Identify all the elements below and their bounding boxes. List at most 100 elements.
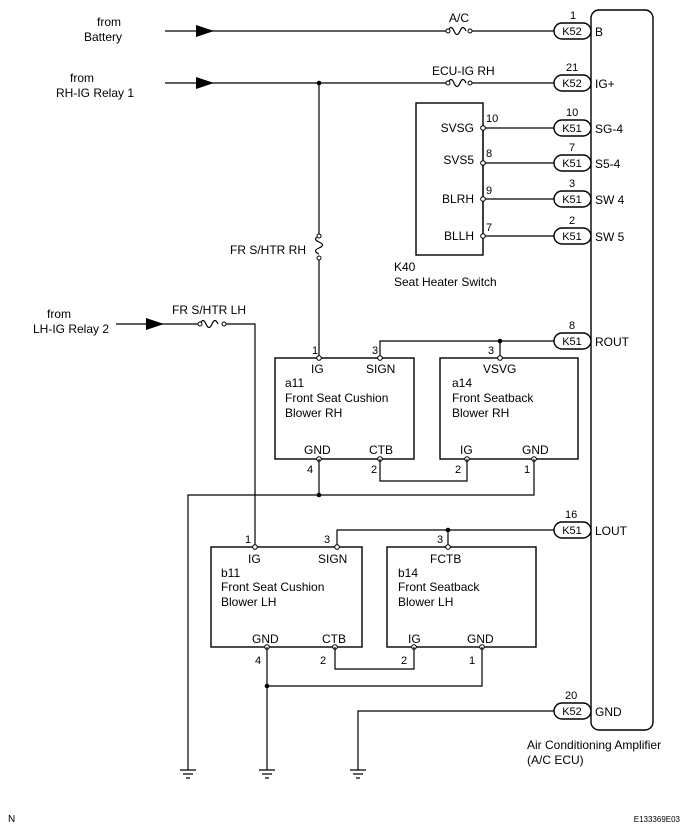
footer-figure-id: E133369E03 [634,815,681,824]
seat-heater-switch-id: K40 [394,260,416,274]
pin-number: 1 [524,464,530,476]
connector-k51-16: K51 16 LOUT [553,509,628,539]
pin-number: 4 [307,464,313,476]
pin-label: FCTB [430,552,461,566]
component-name: Front Seat Cushion [221,580,324,594]
component-id: a14 [452,376,472,390]
wire-fr-shtr-lh [116,323,256,547]
pin-number: 2 [371,464,377,476]
fuse-ecu-ig-label: ECU-IG RH [432,64,495,78]
pin-signal: SW 5 [595,230,625,244]
connector-k52-21: K52 21 IG+ [553,62,615,92]
pin-label: CTB [369,443,393,457]
pin-signal: ROUT [595,335,630,349]
pin-label: SIGN [366,362,395,376]
blower-a14-block [439,357,579,460]
wire-rout [379,340,554,358]
source-battery: from Battery [84,15,214,44]
ground-icon [259,769,275,779]
connector-tag: K51 [562,194,582,206]
connector-tag: K52 [562,706,582,718]
pin-number: 21 [566,62,578,74]
pin-signal: B [595,25,603,39]
component-name-sub: Blower RH [452,406,509,420]
blower-a11-block [274,357,415,460]
junction-dot [264,683,270,689]
fuse-fr-shtr-rh-label: FR S/HTR RH [230,243,306,257]
pin-label: CTB [322,632,346,646]
connector-tag: K52 [562,26,582,38]
connector-k52-20: K52 20 GND [553,690,622,720]
connector-k51-3: K51 3 SW 4 [553,178,625,208]
pin-number: 3 [324,534,330,546]
wire-lout [336,529,554,547]
pin-number: 16 [565,509,577,521]
pin-number: 10 [486,113,498,125]
pin-number: 3 [372,345,378,357]
source-lh-line1: from [47,307,71,321]
source-battery-line2: Battery [84,30,122,44]
pin-number: 1 [570,10,576,22]
ground-icon [350,769,366,779]
component-name-sub: Blower LH [221,595,276,609]
connector-tag: K51 [562,231,582,243]
pin-signal: SG-4 [595,122,623,136]
component-id: b14 [398,566,418,580]
pin-label: SIGN [318,552,347,566]
connector-k51-8: K51 8 ROUT [553,320,630,350]
fuse-icon [199,319,219,329]
pin-label: VSVG [483,362,516,376]
pin-number: 7 [569,142,575,154]
ac-amplifier-block [590,9,654,731]
pin-signal: IG+ [595,77,615,91]
connector-k51-10: K51 10 SG-4 [553,107,623,137]
pin-number: 2 [320,655,326,667]
pin-number: 2 [401,655,407,667]
connector-tag: K51 [562,525,582,537]
component-name-sub: Blower LH [398,595,453,609]
pin-number: 9 [486,185,492,197]
connector-k52-1: K52 1 B [553,10,603,40]
wire-ctb-lh [334,647,415,670]
switch-pin-bllh: BLLH [444,229,474,243]
source-lh-line2: LH-IG Relay 2 [33,322,109,336]
wire-switch [483,127,554,237]
blower-b11-block [210,546,363,648]
pin-label: GND [252,632,279,646]
pin-number: 8 [569,320,575,332]
source-rh-line2: RH-IG Relay 1 [56,86,134,100]
pin-number: 10 [566,107,578,119]
pin-number: 2 [455,464,461,476]
pin-label: IG [248,552,261,566]
component-name: Front Seatback [452,391,534,405]
fuse-icon [314,235,324,255]
amplifier-name: Air Conditioning Amplifier [527,738,661,752]
component-id: b11 [221,566,240,580]
component-name-sub: Blower RH [285,406,342,420]
seat-heater-switch-block [415,102,484,256]
pin-number: 8 [486,148,492,160]
connector-k51-2: K51 2 SW 5 [553,215,625,245]
seat-heater-switch-name: Seat Heater Switch [394,275,497,289]
pin-label: IG [408,632,421,646]
switch-pin-blrh: BLRH [442,192,474,206]
pin-number: 1 [312,345,318,357]
wire-gnd-b14 [267,647,483,687]
component-name: Front Seat Cushion [285,391,388,405]
pin-label: IG [460,443,473,457]
fuse-icon [447,78,467,88]
pin-label: GND [522,443,549,457]
connector-tag: K51 [562,336,582,348]
pin-label: IG [311,362,324,376]
source-rh-ig-relay: from RH-IG Relay 1 [56,71,214,100]
pin-number: 3 [437,534,443,546]
pin-label: GND [304,443,331,457]
fuse-fr-shtr-lh-label: FR S/HTR LH [172,303,246,317]
wire-gnd-rh [187,459,535,770]
ground-icon [180,769,196,779]
connector-tag: K51 [562,123,582,135]
footer-left: N [8,814,15,825]
component-id: a11 [285,376,304,390]
fuse-icon [447,26,467,36]
